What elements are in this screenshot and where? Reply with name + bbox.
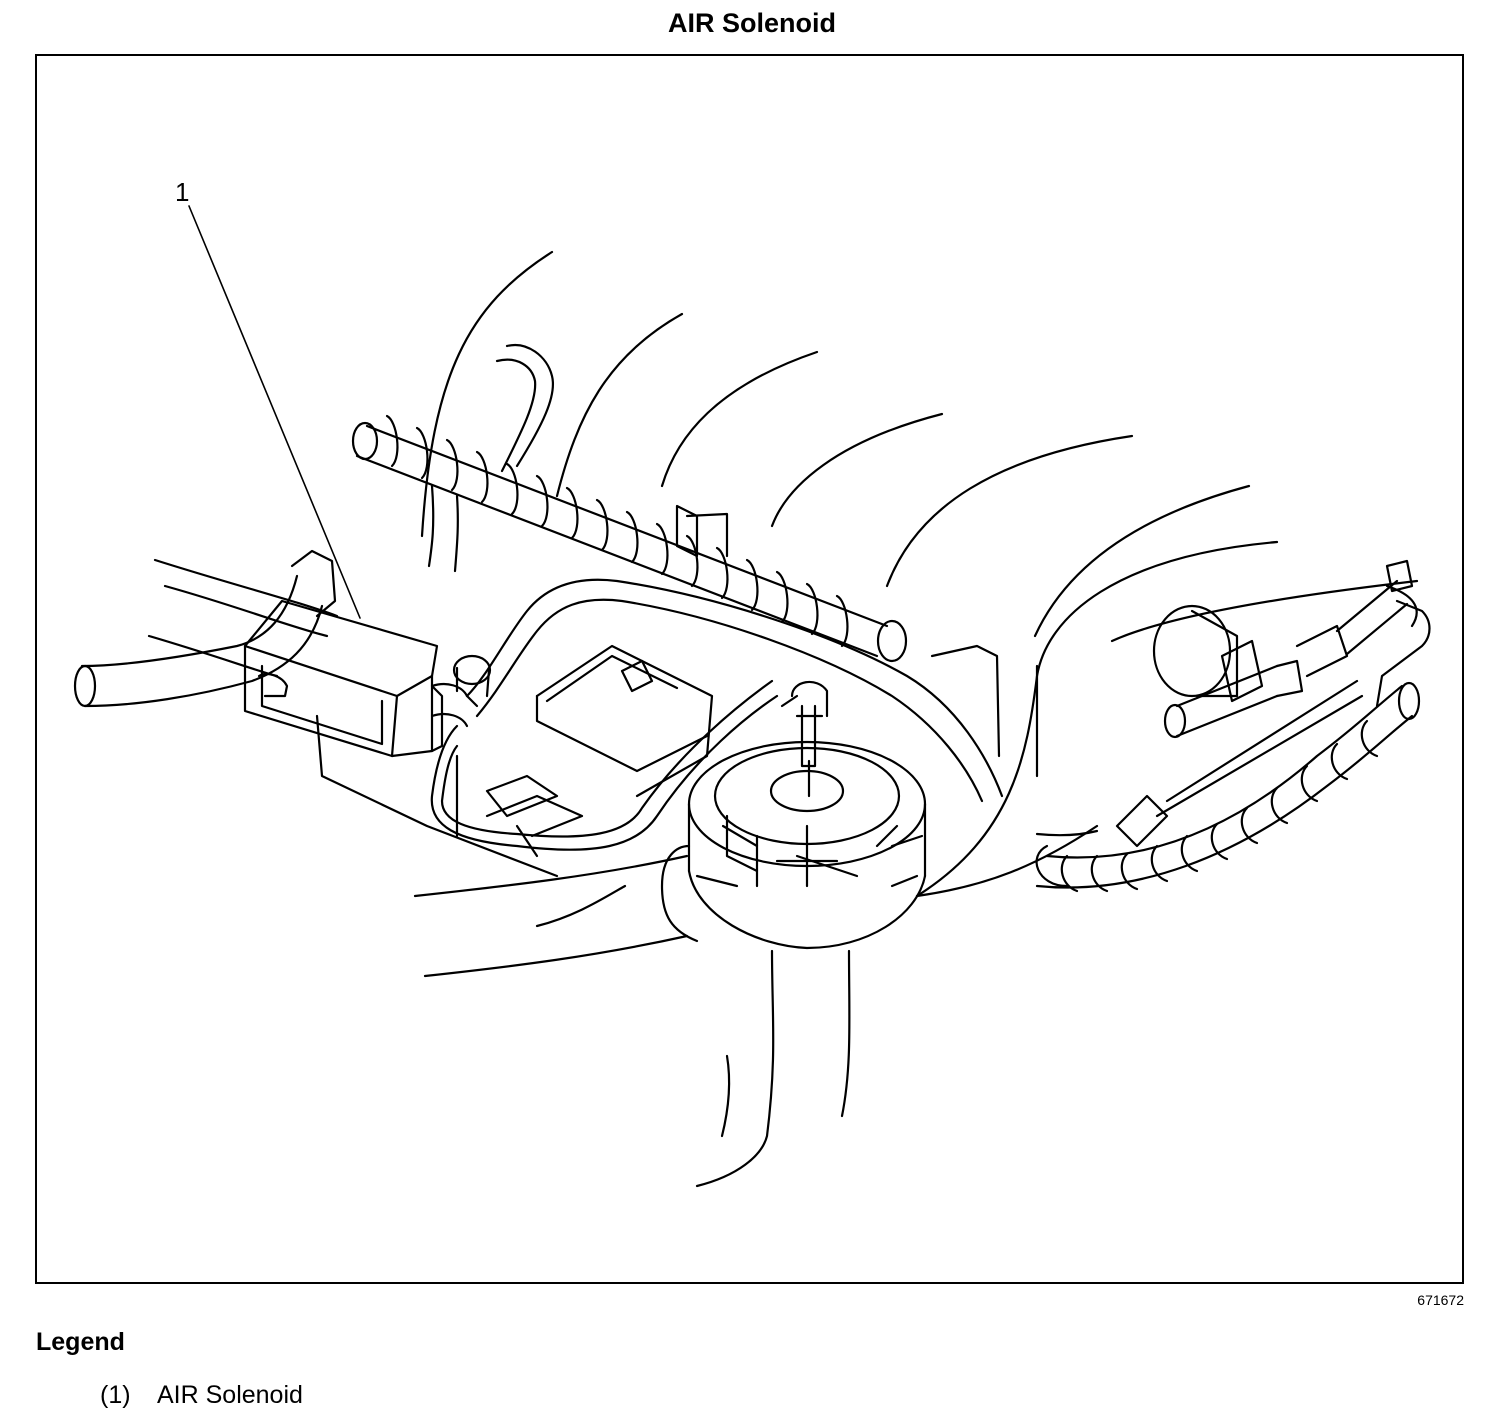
callout-leader-line <box>188 205 361 619</box>
legend-heading: Legend <box>36 1328 125 1356</box>
legend-item: (1) AIR Solenoid <box>100 1381 303 1410</box>
diverter-valve <box>687 740 927 950</box>
vacuum-line-arch <box>465 578 1004 803</box>
map-sensor-assembly <box>1035 559 1431 848</box>
manifold-body <box>147 558 1099 978</box>
lower-air-hose <box>535 844 851 1188</box>
engine-illustration: 1 <box>73 177 1431 1188</box>
callout-label: 1 <box>175 177 189 207</box>
air-solenoid <box>243 599 444 758</box>
mounting-bracket <box>455 644 714 858</box>
diagram-title: AIR Solenoid <box>668 8 836 38</box>
solenoid-ports <box>430 654 779 851</box>
valve-vacuum-nipple <box>780 680 829 798</box>
legend-item-number: (1) <box>100 1381 131 1409</box>
intake-runners <box>420 250 1419 898</box>
upper-hose <box>427 343 554 573</box>
wiring-loom <box>351 414 908 663</box>
legend-item-label: AIR Solenoid <box>157 1381 303 1409</box>
figure-number: 671672 <box>1417 1292 1464 1308</box>
right-wiring-loom <box>1035 681 1421 893</box>
diagram-frame: 1 <box>35 54 1464 1284</box>
